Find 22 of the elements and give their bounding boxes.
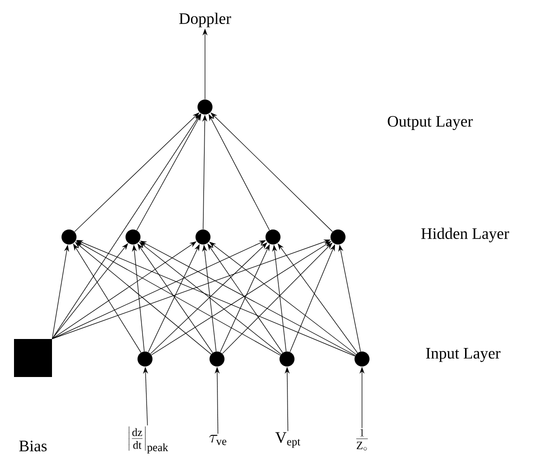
neuron-dot [62, 230, 76, 244]
neuron-dot [280, 352, 294, 366]
arrow [73, 244, 142, 353]
bias-square [14, 339, 52, 377]
bias-label: Bias [19, 440, 47, 452]
input-label: $\tau_{\mathrm{ve}}$ [209, 434, 226, 446]
neuron-dot [330, 230, 346, 244]
input-label: $\left|\frac{\mathrm{dz}}{\mathrm{dt}}\right|_{\mathrm{peak}}$ [128, 426, 168, 454]
neuron-dot [210, 352, 224, 366]
output-label: Doppler [179, 12, 232, 28]
input-label: $\mathrm{V}_{\mathrm{ept}}$ [275, 432, 300, 448]
neuron-dot [354, 352, 370, 366]
neuron-dot [138, 352, 152, 366]
neuron-dot [266, 230, 280, 244]
layer-label: Output Layer [388, 116, 473, 130]
layer-label: Hidden Layer [421, 228, 510, 242]
input-label: $\frac{1}{\mathrm{Z}_{\circ}}$ [356, 429, 368, 450]
layer-label: Input Layer [426, 348, 500, 362]
neuron-dot [198, 100, 212, 114]
neuron-dot [196, 230, 210, 244]
arrow [151, 241, 332, 356]
neuron-dot [126, 230, 140, 244]
